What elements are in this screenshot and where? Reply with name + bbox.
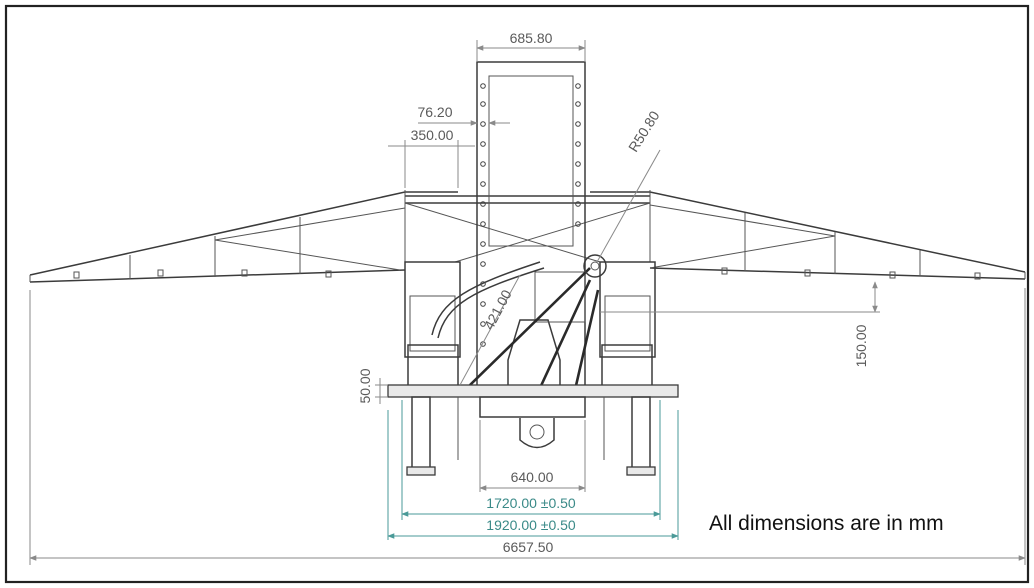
dim-overall-width: 6657.50: [503, 539, 554, 555]
dim-bar-width: 76.20: [417, 104, 452, 120]
dim-radius: R50.80: [625, 108, 663, 155]
dim-angle-length: 421.00: [480, 287, 514, 333]
dim-frame-width: 685.80: [510, 30, 553, 46]
dim-track-inner: 1720.00 ±0.50: [486, 495, 576, 511]
units-note: All dimensions are in mm: [709, 512, 944, 535]
mast: [476, 61, 586, 393]
dim-offset: 350.00: [411, 127, 454, 143]
boom-truss: [29, 190, 1026, 283]
sprayer-body: [387, 254, 679, 476]
drawing-border: [4, 4, 1030, 584]
dim-height-left: 50.00: [357, 368, 373, 403]
dimension-lines: [29, 40, 1026, 565]
dim-height-right: 150.00: [853, 324, 869, 367]
dim-track-outer: 1920.00 ±0.50: [486, 517, 576, 533]
dim-inner-width: 640.00: [511, 469, 554, 485]
